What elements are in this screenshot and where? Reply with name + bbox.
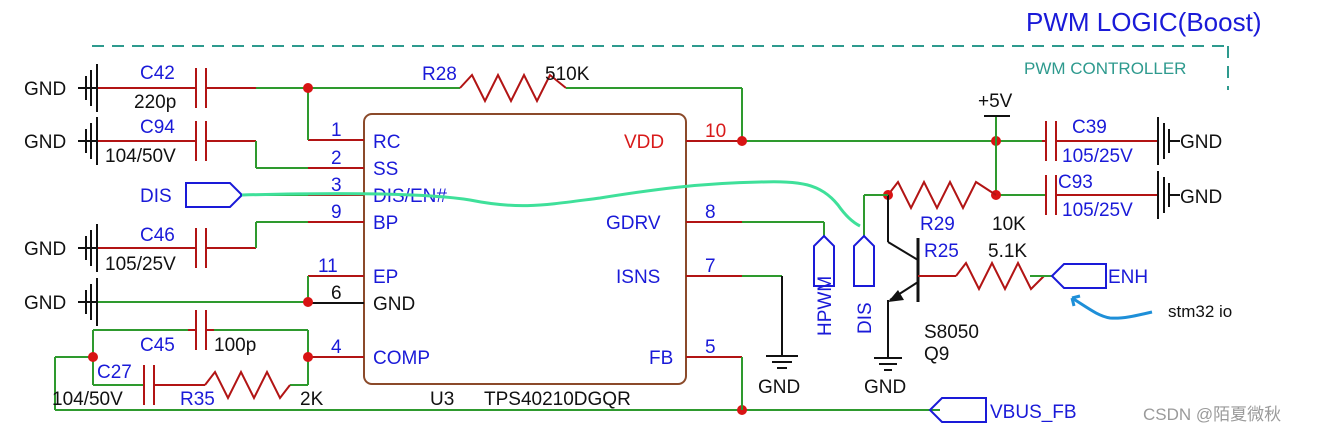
watermark: CSDN @陌夏微秋 [1143, 405, 1281, 424]
capacitor-c39 [1042, 117, 1180, 165]
pin-name-fb: FB [649, 348, 673, 369]
r29-ref: R29 [920, 214, 955, 235]
hpwm-port [813, 234, 835, 287]
plus5v-label: +5V [978, 91, 1013, 112]
pin-name-gdrv: GDRV [606, 213, 661, 234]
pin-num-11: 11 [318, 256, 338, 277]
r28-value: 510K [545, 64, 590, 85]
q9-ref: Q9 [924, 344, 949, 365]
capacitor-c93 [996, 171, 1180, 219]
c93-value: 105/25V [1062, 200, 1133, 221]
resistor-r35 [204, 369, 291, 401]
capacitor-c42 [98, 68, 256, 108]
c39-value: 105/25V [1062, 146, 1133, 167]
gnd-label-c94: GND [24, 132, 66, 153]
ic-right-pins [686, 140, 742, 358]
resistor-r28 [459, 72, 567, 104]
hpwm-label: HPWM [815, 276, 836, 336]
annotation-arrow [1071, 296, 1153, 320]
c46-ref: C46 [140, 225, 175, 246]
vbus-fb-port [928, 397, 987, 423]
dis-port-horizontal [185, 182, 244, 208]
ic-part: TPS40210DGQR [484, 389, 631, 410]
pin-name-ss: SS [373, 159, 398, 180]
capacitor-c94 [98, 121, 256, 161]
junction-c27 [88, 352, 98, 362]
pin-name-dis-en: DIS/EN# [373, 186, 447, 207]
r25-ref: R25 [924, 241, 959, 262]
c94-ref: C94 [140, 117, 175, 138]
resistor-r25 [955, 260, 1045, 292]
dis-highlight-trace [241, 180, 861, 228]
enh-port [1050, 263, 1107, 289]
dis-port-vertical [853, 234, 875, 287]
pin-num-8: 8 [705, 202, 716, 223]
pin-name-gnd: GND [373, 294, 415, 315]
capacitor-c27 [143, 365, 205, 405]
r35-value: 2K [300, 389, 324, 410]
r25-value: 5.1K [988, 241, 1027, 262]
gnd-label-isns: GND [758, 377, 800, 398]
c42-ref: C42 [140, 63, 175, 84]
c39-ref: C39 [1072, 117, 1107, 138]
c46-value: 105/25V [105, 254, 176, 275]
junction-vdd [737, 136, 747, 146]
pin-num-6: 6 [331, 283, 342, 304]
pin-num-1: 1 [331, 120, 342, 141]
ic-body [363, 113, 687, 385]
pin-num-3: 3 [331, 175, 342, 196]
vbus-fb-label: VBUS_FB [990, 402, 1077, 423]
c42-value: 220p [134, 92, 176, 113]
capacitor-c46 [98, 228, 256, 268]
c27-value: 104/50V [52, 389, 123, 410]
gnd-label-q9: GND [864, 377, 906, 398]
gnd-symbols-left [78, 64, 98, 326]
dis-label-horizontal: DIS [140, 186, 172, 207]
ic-ref: U3 [430, 389, 454, 410]
ic-left-pins [308, 139, 364, 358]
pin-name-isns: ISNS [616, 267, 660, 288]
pin-num-9: 9 [331, 202, 342, 223]
junction-comp [303, 352, 313, 362]
section-subtitle: PWM CONTROLLER [1024, 59, 1186, 78]
pin-num-7: 7 [705, 256, 716, 277]
c94-value: 104/50V [105, 146, 176, 167]
r35-ref: R35 [180, 389, 215, 410]
gnd-label-c46: GND [24, 239, 66, 260]
c45-ref: C45 [140, 335, 175, 356]
pin-name-bp: BP [373, 213, 398, 234]
r28-ref: R28 [422, 64, 457, 85]
pin-num-2: 2 [331, 148, 342, 169]
enh-label: ENH [1108, 267, 1148, 288]
q9-value: S8050 [924, 322, 979, 343]
transistor-q9 [863, 194, 956, 371]
annotation-text: stm32 io [1168, 302, 1232, 321]
section-title: PWM LOGIC(Boost) [1026, 7, 1261, 37]
pin-name-rc: RC [373, 132, 400, 153]
dis-label-vertical: DIS [855, 302, 876, 334]
pin-num-4: 4 [331, 337, 342, 358]
junction-rc [303, 83, 313, 93]
c93-ref: C93 [1058, 172, 1093, 193]
annotation-arrowhead [1070, 294, 1081, 307]
gnd-label-c39: GND [1180, 132, 1222, 153]
c27-ref: C27 [97, 362, 132, 383]
r29-value: 10K [992, 214, 1026, 235]
pin-num-5: 5 [705, 337, 716, 358]
capacitor-c45 [188, 310, 214, 350]
junction-gnd [303, 297, 313, 307]
pin-name-comp: COMP [373, 348, 430, 369]
pin-name-ep: EP [373, 267, 398, 288]
gnd-label-pin6: GND [24, 293, 66, 314]
c45-value: 100p [214, 335, 256, 356]
gnd-label-c93: GND [1180, 187, 1222, 208]
pin-name-vdd: VDD [624, 132, 664, 153]
pin-num-10: 10 [705, 121, 726, 142]
resistor-r29 [887, 179, 997, 211]
gnd-label-c42: GND [24, 79, 66, 100]
